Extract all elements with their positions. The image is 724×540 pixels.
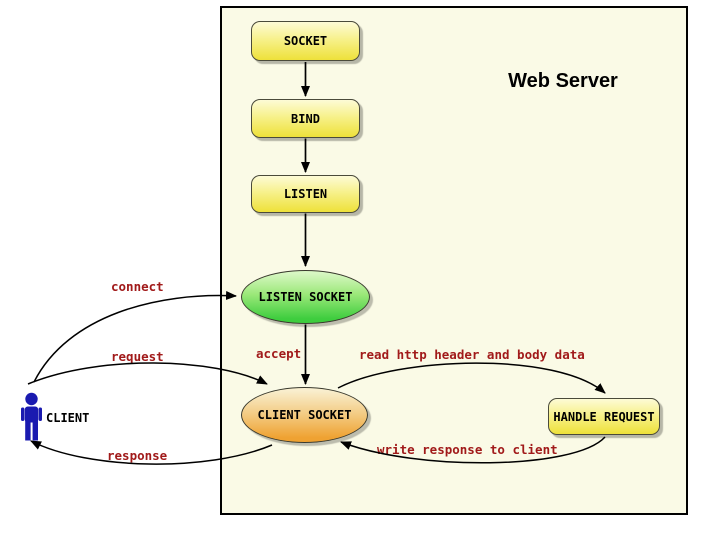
edge-label-read-http: read http header and body data — [359, 347, 585, 362]
node-listen: LISTEN — [251, 175, 360, 213]
client-label: CLIENT — [46, 411, 90, 425]
arrow-connect — [33, 290, 237, 383]
node-socket: SOCKET — [251, 21, 360, 61]
node-listen-socket: LISTEN SOCKET — [241, 270, 370, 324]
diagram-title: Web Server — [508, 70, 618, 92]
node-handle-request-label: HANDLE REQUEST — [553, 409, 655, 424]
edge-label-accept: accept — [256, 346, 302, 361]
node-bind-label: BIND — [291, 111, 320, 126]
edge-label-write-response: write response to client — [377, 442, 558, 457]
node-handle-request: HANDLE REQUEST — [548, 398, 660, 435]
node-client-socket-label: CLIENT SOCKET — [257, 408, 352, 422]
person-icon — [21, 392, 42, 441]
node-bind: BIND — [251, 99, 360, 138]
node-listen-label: LISTEN — [283, 187, 328, 201]
node-client-socket: CLIENT SOCKET — [241, 387, 368, 443]
edge-label-request: request — [111, 349, 164, 364]
edge-label-response: response — [107, 448, 168, 463]
node-socket-label: SOCKET — [283, 34, 328, 48]
edge-label-connect: connect — [111, 279, 164, 294]
node-listen-socket-label: LISTEN SOCKET — [258, 290, 353, 304]
